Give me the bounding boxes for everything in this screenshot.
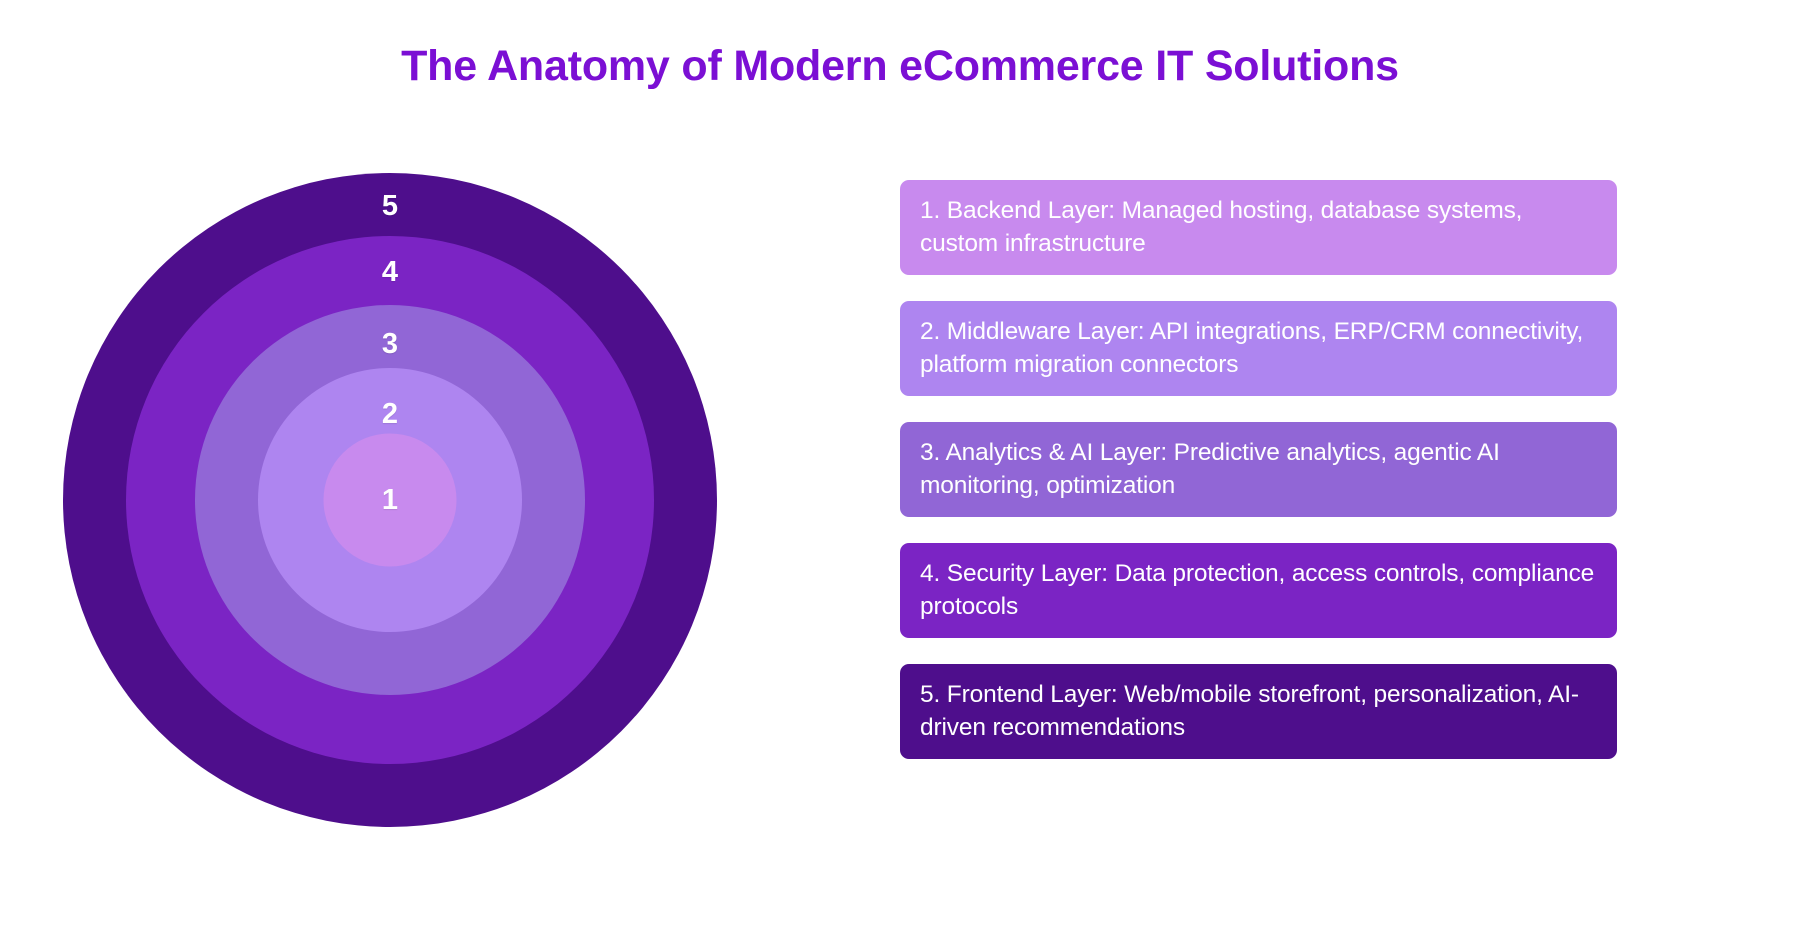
legend-item-2[interactable]: 2. Middleware Layer: API integrations, E… (900, 301, 1617, 396)
page-title: The Anatomy of Modern eCommerce IT Solut… (401, 42, 1399, 90)
legend-item-1[interactable]: 1. Backend Layer: Managed hosting, datab… (900, 180, 1617, 275)
legend-item-3[interactable]: 3. Analytics & AI Layer: Predictive anal… (900, 422, 1617, 517)
layer-legend-list: 1. Backend Layer: Managed hosting, datab… (900, 180, 1617, 759)
legend-item-5-label: 5. Frontend Layer: Web/mobile storefront… (920, 681, 1579, 742)
concentric-layers-diagram: 5 4 3 2 1 (0, 150, 780, 850)
ring-layer-1 (323, 433, 457, 567)
legend-item-1-label: 1. Backend Layer: Managed hosting, datab… (920, 197, 1523, 258)
legend-item-4[interactable]: 4. Security Layer: Data protection, acce… (900, 543, 1617, 638)
legend-item-3-label: 3. Analytics & AI Layer: Predictive anal… (920, 439, 1500, 500)
legend-item-2-label: 2. Middleware Layer: API integrations, E… (920, 318, 1584, 379)
legend-item-5[interactable]: 5. Frontend Layer: Web/mobile storefront… (900, 664, 1617, 759)
legend-item-4-label: 4. Security Layer: Data protection, acce… (920, 560, 1595, 621)
